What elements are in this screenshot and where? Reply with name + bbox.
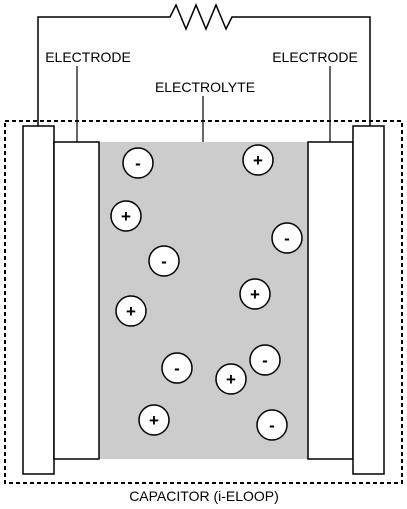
label-electrolyte: ELECTROLYTE xyxy=(155,79,255,95)
circuit-wire-with-resistor xyxy=(37,3,371,126)
ion: + xyxy=(239,278,271,310)
ion-sign: + xyxy=(250,285,260,304)
ion-sign: - xyxy=(135,154,141,173)
ion-sign: + xyxy=(253,151,263,170)
label-right-electrode: ELECTRODE xyxy=(272,49,358,65)
ion: + xyxy=(242,144,274,176)
ion: - xyxy=(256,409,288,441)
ion: - xyxy=(161,352,193,384)
ion: - xyxy=(148,245,180,277)
right-electrode-layer xyxy=(307,141,354,460)
ion-sign: + xyxy=(149,411,159,430)
ion-sign: + xyxy=(121,207,131,226)
ion-sign: - xyxy=(269,416,275,435)
left-collector-plate xyxy=(22,125,55,475)
right-collector-plate xyxy=(352,125,385,475)
ion: - xyxy=(271,222,303,254)
ion: - xyxy=(122,147,154,179)
ion-sign: - xyxy=(174,359,180,378)
label-left-electrode: ELECTRODE xyxy=(45,49,131,65)
ion: - xyxy=(249,344,281,376)
ion-sign: + xyxy=(226,370,236,389)
ion-sign: - xyxy=(284,229,290,248)
ion: + xyxy=(138,404,170,436)
ion: + xyxy=(215,363,247,395)
caption: CAPACITOR (i-ELOOP) xyxy=(129,488,279,504)
ion-sign: - xyxy=(161,252,167,271)
ion-sign: + xyxy=(126,302,136,321)
left-electrode-layer xyxy=(53,141,100,460)
ion: + xyxy=(110,200,142,232)
ion-sign: - xyxy=(262,351,268,370)
ion: + xyxy=(115,295,147,327)
